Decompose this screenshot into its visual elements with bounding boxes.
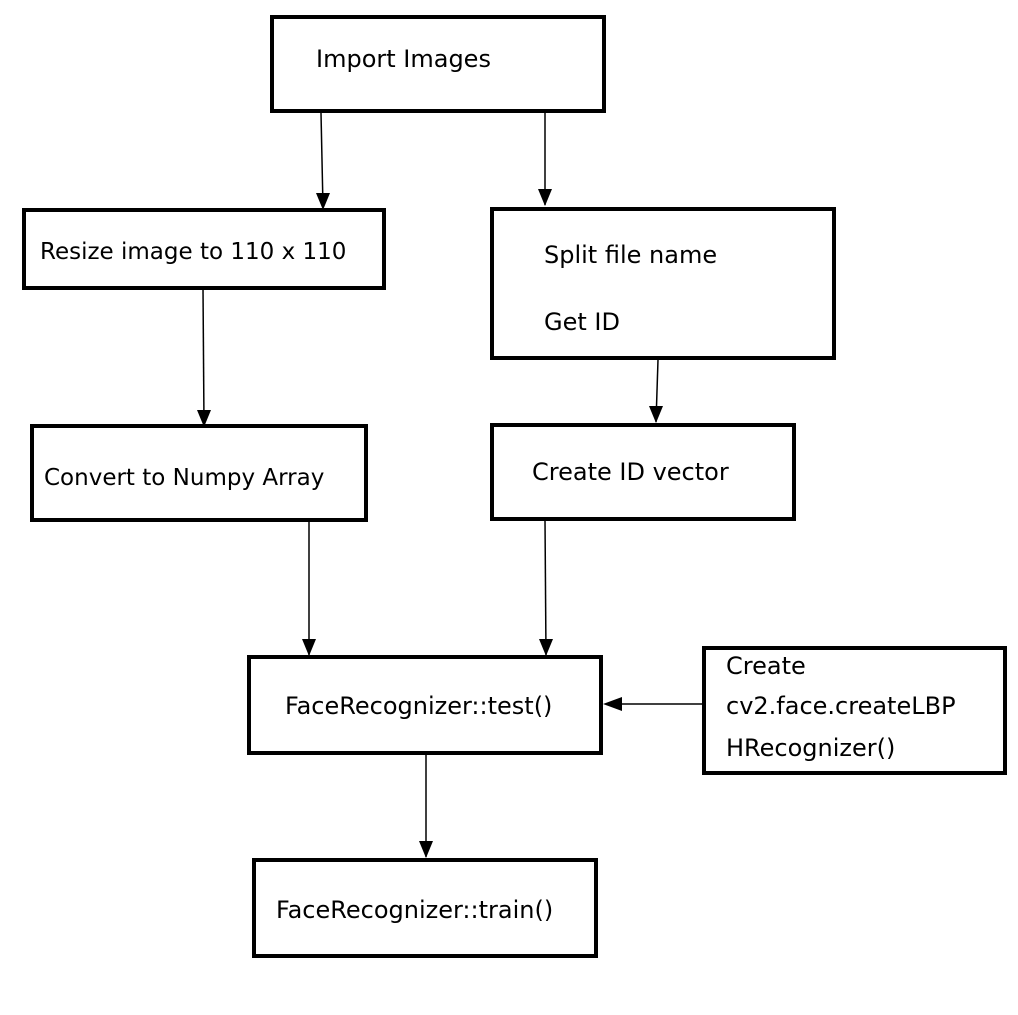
node-face-recognizer-test: FaceRecognizer::test(): [247, 655, 603, 755]
node-convert-numpy: Convert to Numpy Array: [30, 424, 368, 522]
arrowhead-import-to-split: [538, 189, 552, 206]
node-create-label-line2: cv2.face.createLBP: [726, 692, 956, 720]
node-import-images: Import Images: [270, 15, 606, 113]
node-face-recognizer-train: FaceRecognizer::train(): [252, 858, 598, 958]
node-create-label-line1: Create: [726, 652, 806, 680]
node-create-label-line3: HRecognizer(): [726, 734, 896, 762]
arrowhead-test-to-train: [419, 841, 433, 858]
node-face-recognizer-train-label: FaceRecognizer::train(): [276, 896, 554, 924]
node-convert-numpy-label: Convert to Numpy Array: [44, 465, 325, 491]
arrowhead-resize-to-convert: [197, 410, 211, 427]
arrowhead-import-to-resize: [316, 193, 330, 210]
arrowhead-idvector-to-test: [539, 639, 553, 656]
node-split-file-name: Split file name Get ID: [490, 207, 836, 360]
arrowhead-split-to-idvector: [649, 406, 663, 423]
node-create-lbph-recognizer: Create cv2.face.createLBP HRecognizer(): [702, 646, 1007, 775]
node-split-file-name-label: Split file name: [544, 241, 718, 269]
edge-idvector-to-test: [544, 519, 547, 656]
node-create-id-vector: Create ID vector: [490, 423, 796, 521]
node-get-id-label: Get ID: [544, 308, 620, 336]
node-face-recognizer-test-label: FaceRecognizer::test(): [285, 692, 553, 720]
edge-import-to-resize: [320, 112, 324, 208]
arrowhead-convert-to-test: [302, 639, 316, 656]
node-create-id-vector-label: Create ID vector: [532, 458, 729, 486]
node-resize-image: Resize image to 110 x 110: [22, 208, 386, 290]
arrowhead-create-to-test: [603, 697, 622, 711]
edge-resize-to-convert: [202, 287, 205, 426]
node-resize-image-label: Resize image to 110 x 110: [40, 239, 347, 265]
node-import-images-label: Import Images: [316, 45, 491, 73]
